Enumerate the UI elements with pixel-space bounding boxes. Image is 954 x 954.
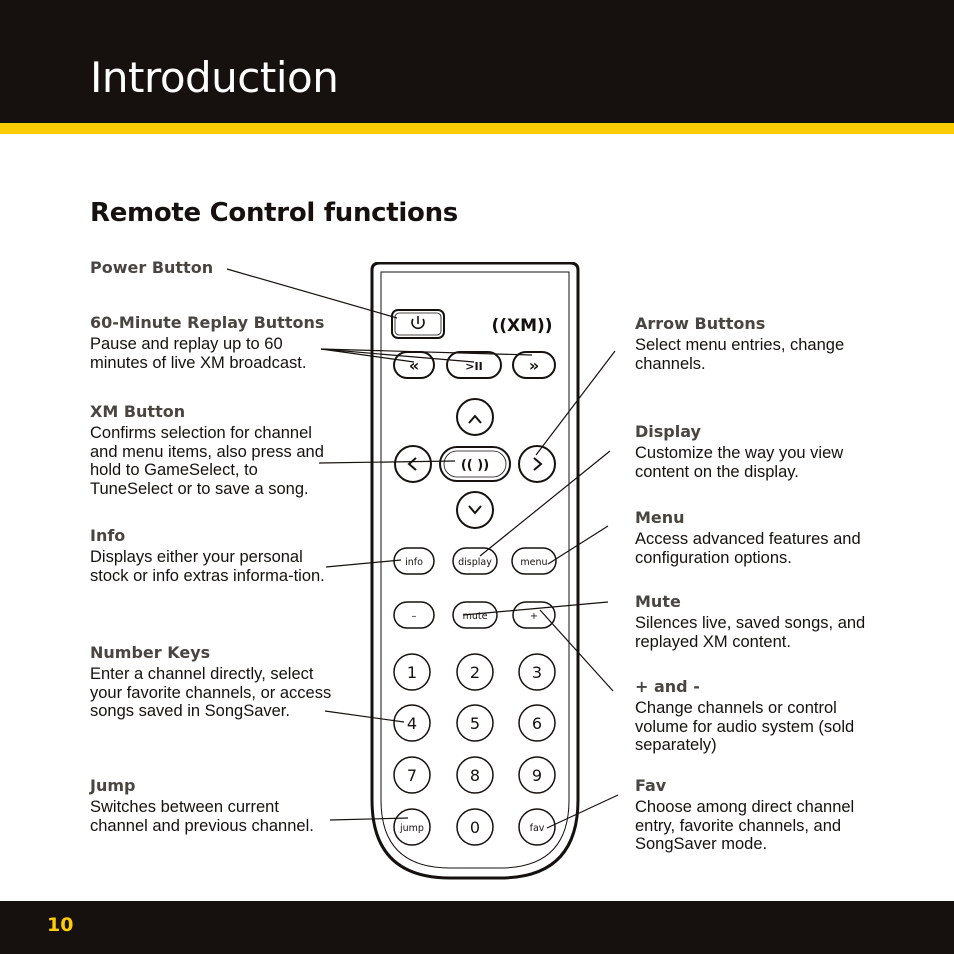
callout-info: Info Displays either your personal stock… (90, 526, 335, 585)
callout-title: Mute (635, 592, 875, 612)
callout-title: Display (635, 422, 875, 442)
callout-arrow: Arrow Buttons Select menu entries, chang… (635, 314, 875, 373)
callout-desc: Change channels or control volume for au… (635, 699, 875, 755)
header-accent-bar (0, 123, 954, 134)
xm-button-label: (( )) (461, 458, 489, 473)
xm-logo: ((XM)) (491, 316, 552, 336)
section-title: Remote Control functions (90, 198, 458, 228)
rewind-icon: « (409, 356, 419, 375)
page-number: 10 (47, 914, 73, 936)
mute-label: mute (463, 611, 488, 622)
arrow-right-button (519, 446, 555, 482)
callout-title: + and - (635, 677, 875, 697)
callout-title: XM Button (90, 402, 335, 422)
display-label: display (458, 557, 492, 568)
arrow-left-button (395, 446, 431, 482)
callout-replay: 60-Minute Replay Buttons Pause and repla… (90, 313, 335, 372)
key-0-label: 0 (470, 818, 480, 837)
callout-title: Number Keys (90, 643, 335, 663)
remote-control-illustration: ((XM)) « >II » (( )) info display menu –… (370, 262, 580, 882)
arrow-down-button (457, 492, 493, 528)
key-1-label: 1 (407, 663, 417, 682)
play-pause-icon: >II (465, 360, 482, 373)
callout-jump: Jump Switches between current channel an… (90, 776, 335, 835)
callout-desc: Choose among direct channel entry, favor… (635, 798, 875, 854)
remote-body-outer (372, 263, 578, 878)
callout-number-keys: Number Keys Enter a channel directly, se… (90, 643, 335, 721)
callout-title: 60-Minute Replay Buttons (90, 313, 335, 333)
key-4-label: 4 (407, 714, 417, 733)
fast-forward-icon: » (529, 356, 539, 375)
callout-desc: Displays either your personal stock or i… (90, 548, 335, 585)
key-3-label: 3 (532, 663, 542, 682)
key-2-label: 2 (470, 663, 480, 682)
plus-label: + (530, 611, 538, 622)
callout-desc: Silences live, saved songs, and replayed… (635, 614, 875, 651)
key-6-label: 6 (532, 714, 542, 733)
callout-xm: XM Button Confirms selection for channel… (90, 402, 335, 498)
callout-title: Arrow Buttons (635, 314, 875, 334)
callout-title: Menu (635, 508, 875, 528)
menu-label: menu (520, 557, 547, 568)
fav-label: fav (530, 823, 545, 834)
callout-menu: Menu Access advanced features and config… (635, 508, 875, 567)
page-header: Introduction (0, 0, 954, 123)
callout-desc: Select menu entries, change channels. (635, 336, 875, 373)
callout-desc: Pause and replay up to 60 minutes of liv… (90, 335, 335, 372)
jump-label: jump (399, 823, 424, 834)
callout-display: Display Customize the way you view conte… (635, 422, 875, 481)
minus-label: – (412, 611, 417, 622)
callout-desc: Access advanced features and configurati… (635, 530, 875, 567)
info-label: info (405, 557, 423, 568)
callout-title: Jump (90, 776, 335, 796)
callout-power: Power Button (90, 258, 335, 280)
key-8-label: 8 (470, 766, 480, 785)
key-7-label: 7 (407, 766, 417, 785)
callout-title: Power Button (90, 258, 335, 278)
callout-plus-minus: + and - Change channels or control volum… (635, 677, 875, 755)
key-5-label: 5 (470, 714, 480, 733)
callout-desc: Confirms selection for channel and menu … (90, 424, 335, 498)
callout-title: Fav (635, 776, 875, 796)
callout-desc: Enter a channel directly, select your fa… (90, 665, 335, 721)
callout-fav: Fav Choose among direct channel entry, f… (635, 776, 875, 854)
callout-desc: Switches between current channel and pre… (90, 798, 335, 835)
callout-desc: Customize the way you view content on th… (635, 444, 875, 481)
callout-mute: Mute Silences live, saved songs, and rep… (635, 592, 875, 651)
callout-title: Info (90, 526, 335, 546)
key-9-label: 9 (532, 766, 542, 785)
page-footer (0, 901, 954, 954)
page-title: Introduction (90, 52, 338, 104)
